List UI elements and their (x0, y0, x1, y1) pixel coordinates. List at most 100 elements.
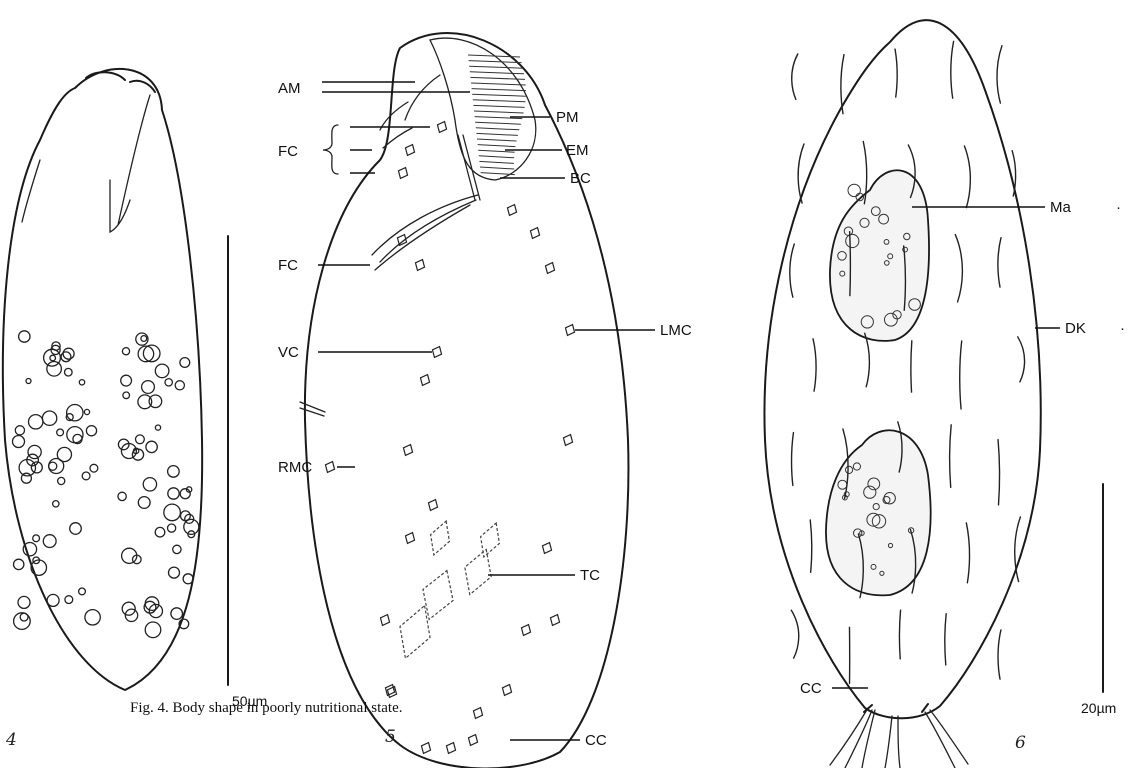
cirrus (505, 202, 519, 217)
inclusion (173, 545, 181, 553)
inclusion (171, 608, 183, 620)
bristle (998, 238, 1001, 287)
membranelle (479, 161, 514, 163)
bristle (960, 341, 962, 409)
membranelle (481, 173, 515, 175)
bristle (997, 46, 1002, 103)
inclusion (79, 380, 84, 385)
inclusion (70, 523, 82, 535)
transverse-cirrus (414, 565, 462, 625)
bristle (911, 341, 912, 392)
inclusion (146, 441, 157, 452)
inclusion (82, 472, 90, 480)
cirrus (426, 497, 440, 512)
transverse-cirrus (474, 520, 505, 561)
inclusion (84, 409, 89, 414)
membranelle (473, 105, 524, 107)
cirrus (466, 732, 480, 747)
inclusion (180, 358, 190, 368)
membranelle (475, 122, 521, 124)
label-tc: TC (580, 567, 600, 584)
inclusion (169, 567, 180, 578)
inclusion (47, 594, 59, 606)
cirrus (543, 260, 557, 275)
fig4-oral-groove (110, 95, 150, 232)
inclusion (132, 449, 143, 460)
mark-dot-ma: · (1116, 199, 1121, 216)
bristle (792, 54, 798, 100)
inclusion (29, 415, 43, 429)
inclusion (15, 426, 24, 435)
inclusion (155, 364, 169, 378)
bristle (790, 244, 794, 297)
cirrus (403, 142, 417, 157)
fc-brace (323, 125, 338, 174)
bristle (813, 339, 816, 391)
label-bc: BC (570, 170, 591, 187)
bristle (998, 630, 1001, 679)
inclusion (180, 489, 190, 499)
cirrus (548, 612, 562, 627)
transverse-cirrus (457, 545, 500, 600)
membranelle (476, 128, 520, 130)
cirrus (430, 344, 444, 359)
figure-4: 50µm 4 (3, 69, 267, 750)
cirrus (323, 459, 337, 474)
inclusion (20, 613, 28, 621)
bristle (899, 610, 900, 659)
inclusion (122, 348, 129, 355)
figure-caption: Fig. 4. Body shape in poorly nutritional… (130, 700, 402, 717)
bristle (791, 610, 798, 658)
inclusion (33, 535, 40, 542)
membranelle (472, 89, 526, 91)
fig5-buccal-streak (372, 195, 478, 270)
inclusion (164, 504, 181, 521)
membranelle (478, 145, 516, 147)
cirrus (471, 705, 485, 720)
transverse-cirrus (424, 518, 455, 559)
bristle (955, 235, 962, 302)
inclusion (43, 535, 56, 548)
label-vc: VC (278, 344, 299, 361)
cirrus (403, 530, 417, 545)
cirrus (419, 740, 433, 755)
inclusion (183, 574, 193, 584)
cirrus (519, 622, 533, 637)
cirrus (444, 740, 458, 755)
membranelle (469, 66, 523, 68)
fig4-number: 4 (5, 730, 17, 750)
inclusion (121, 375, 132, 386)
fig6-scale-label: 20µm (1081, 700, 1116, 716)
bristle (895, 49, 897, 97)
inclusion (142, 381, 155, 394)
label-pm: PM (556, 109, 579, 126)
fig5-transverse-cirri (390, 518, 505, 664)
inclusion (175, 381, 184, 390)
fig4-body-outline (3, 69, 202, 690)
inclusion (143, 478, 156, 491)
inclusion (57, 429, 64, 436)
bristle (810, 520, 811, 572)
inclusion (49, 462, 57, 470)
cirrus (435, 119, 449, 134)
inclusion (145, 597, 159, 611)
inclusion (86, 426, 96, 436)
cirrus (401, 442, 415, 457)
bristle (998, 440, 999, 505)
inclusion (53, 501, 59, 507)
membranelle (469, 61, 522, 63)
label-ma: Ma (1050, 199, 1071, 216)
bristle (792, 433, 794, 486)
fig4-inclusions (13, 331, 199, 638)
inclusion (19, 331, 30, 342)
cirrus (413, 257, 427, 272)
inclusion (65, 368, 73, 376)
inclusion (168, 466, 180, 478)
inclusion (65, 596, 73, 604)
bristle (1018, 337, 1025, 382)
fig5-protruding-cirrus (300, 402, 325, 416)
inclusion (50, 355, 56, 361)
bristle (850, 232, 851, 296)
inclusion (42, 411, 56, 425)
